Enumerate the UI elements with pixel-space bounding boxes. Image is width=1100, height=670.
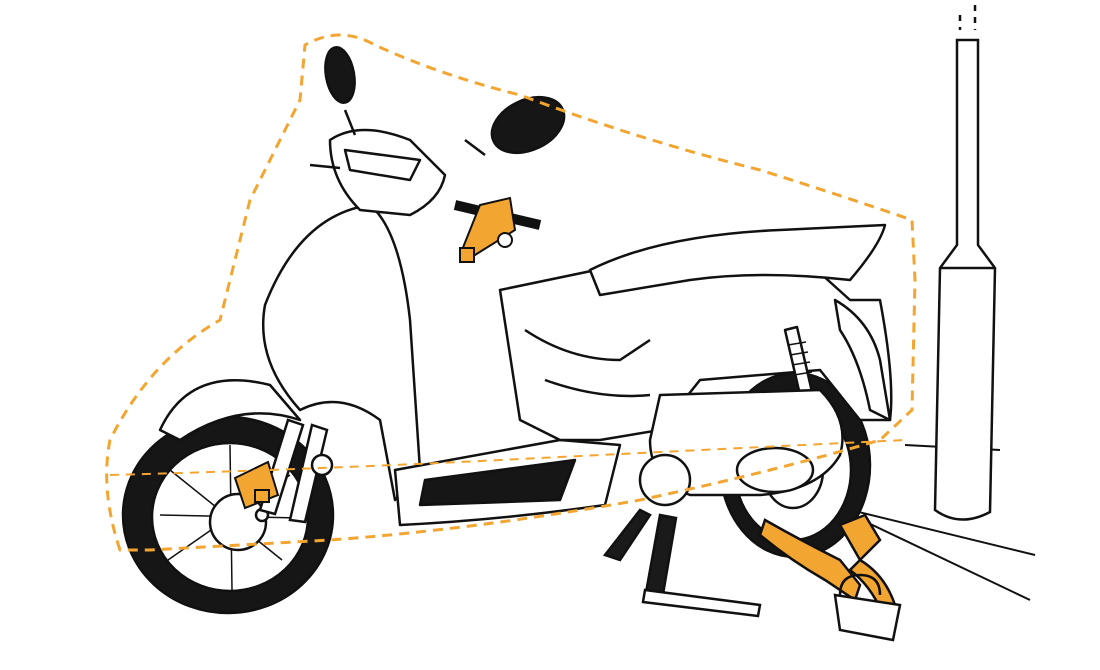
- center-stand: [602, 508, 762, 618]
- bollard-post-icon: [933, 5, 997, 521]
- chain-lock-icon: [758, 513, 902, 642]
- disc-brake-lock-icon: [233, 460, 280, 510]
- handlebar-mirrors: [309, 46, 566, 230]
- handlebar-lock-icon: [459, 196, 517, 263]
- scooter-illustration: [158, 128, 893, 527]
- dashed-cover-outline: [105, 33, 917, 552]
